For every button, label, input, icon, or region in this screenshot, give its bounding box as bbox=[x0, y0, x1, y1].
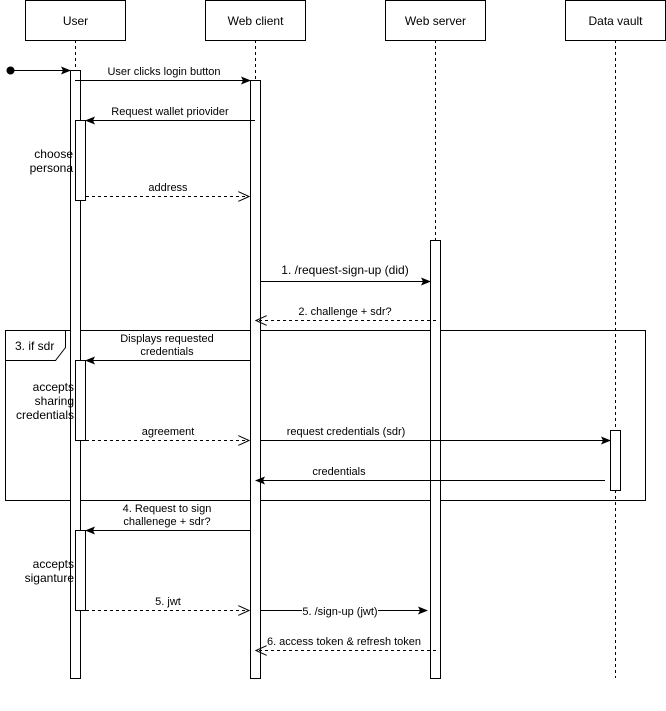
message-label: User clicks login button bbox=[107, 66, 220, 78]
message-request-credentials: request credentials (sdr) bbox=[261, 426, 611, 445]
activation-user-nested bbox=[75, 360, 86, 441]
participant-box bbox=[205, 0, 306, 41]
message-address: address bbox=[86, 182, 249, 197]
note-accepts-sharing: accepts sharing credentials bbox=[16, 380, 74, 422]
message-request-wallet: Request wallet priovider bbox=[85, 106, 255, 125]
fragment-if-sdr: 3. if sdr bbox=[5, 330, 646, 501]
fragment-label-tab bbox=[5, 330, 66, 361]
note-line: siganture bbox=[25, 571, 75, 585]
message-label: 5. jwt bbox=[155, 596, 181, 608]
participant-box bbox=[385, 0, 486, 41]
activation-user-nested bbox=[75, 530, 86, 611]
fragment-frame bbox=[5, 330, 646, 501]
note-line: accepts bbox=[33, 557, 74, 571]
message-label: credentials bbox=[312, 466, 366, 478]
message-label: address bbox=[148, 182, 188, 194]
note-line: credentials bbox=[16, 408, 74, 422]
message-label-bg bbox=[302, 604, 378, 617]
participant-label: Data vault bbox=[588, 14, 643, 28]
message-label: request credentials (sdr) bbox=[287, 426, 406, 438]
message-label: Request wallet priovider bbox=[111, 106, 229, 118]
message-label-line: 4. Request to sign bbox=[123, 503, 212, 515]
message-user-clicks-login: User clicks login button bbox=[75, 66, 251, 85]
message-label-line: Displays requested bbox=[120, 333, 214, 345]
message-request-to-sign: 4. Request to sign challenege + sdr? bbox=[85, 503, 250, 535]
message-credentials: credentials bbox=[255, 466, 605, 485]
message-label: 6. access token & refresh token bbox=[267, 636, 421, 648]
message-displays-credentials: Displays requested credentials bbox=[85, 333, 250, 365]
fragment-label: 3. if sdr bbox=[15, 339, 54, 353]
note-choose-persona: choose persona bbox=[30, 147, 74, 175]
participant-user: User bbox=[25, 0, 126, 41]
participant-web-client: Web client bbox=[205, 0, 306, 41]
activation-web-client bbox=[250, 80, 261, 679]
message-sign-up: 5. /sign-up (jwt) bbox=[261, 604, 428, 618]
participant-label: Web server bbox=[405, 14, 466, 28]
activation-data-vault bbox=[610, 430, 621, 491]
message-label-line: credentials bbox=[140, 346, 194, 358]
note-accepts-signature: accepts siganture bbox=[25, 557, 75, 585]
message-access-token: 6. access token & refresh token bbox=[256, 636, 436, 651]
message-jwt: 5. jwt bbox=[86, 596, 249, 611]
note-line: persona bbox=[30, 161, 74, 175]
activation-web-server bbox=[430, 240, 441, 679]
note-line: accepts bbox=[33, 380, 74, 394]
participant-data-vault: Data vault bbox=[565, 0, 666, 41]
participant-label: Web client bbox=[228, 14, 284, 28]
participant-box bbox=[25, 0, 126, 41]
message-label: 2. challenge + sdr? bbox=[298, 306, 391, 318]
message-label-line: challenege + sdr? bbox=[123, 516, 210, 528]
note-line: choose bbox=[34, 147, 73, 161]
activation-user-nested bbox=[75, 120, 86, 201]
participant-web-server: Web server bbox=[385, 0, 486, 41]
message-agreement: agreement bbox=[86, 426, 249, 441]
message-challenge: 2. challenge + sdr? bbox=[256, 306, 436, 321]
message-label: 5. /sign-up (jwt) bbox=[302, 606, 377, 618]
note-line: sharing bbox=[35, 394, 74, 408]
participant-label: User bbox=[63, 14, 88, 28]
message-label: agreement bbox=[142, 426, 195, 438]
message-request-sign-up: 1. /request-sign-up (did) bbox=[261, 263, 431, 286]
message-label: 1. /request-sign-up (did) bbox=[281, 263, 408, 277]
